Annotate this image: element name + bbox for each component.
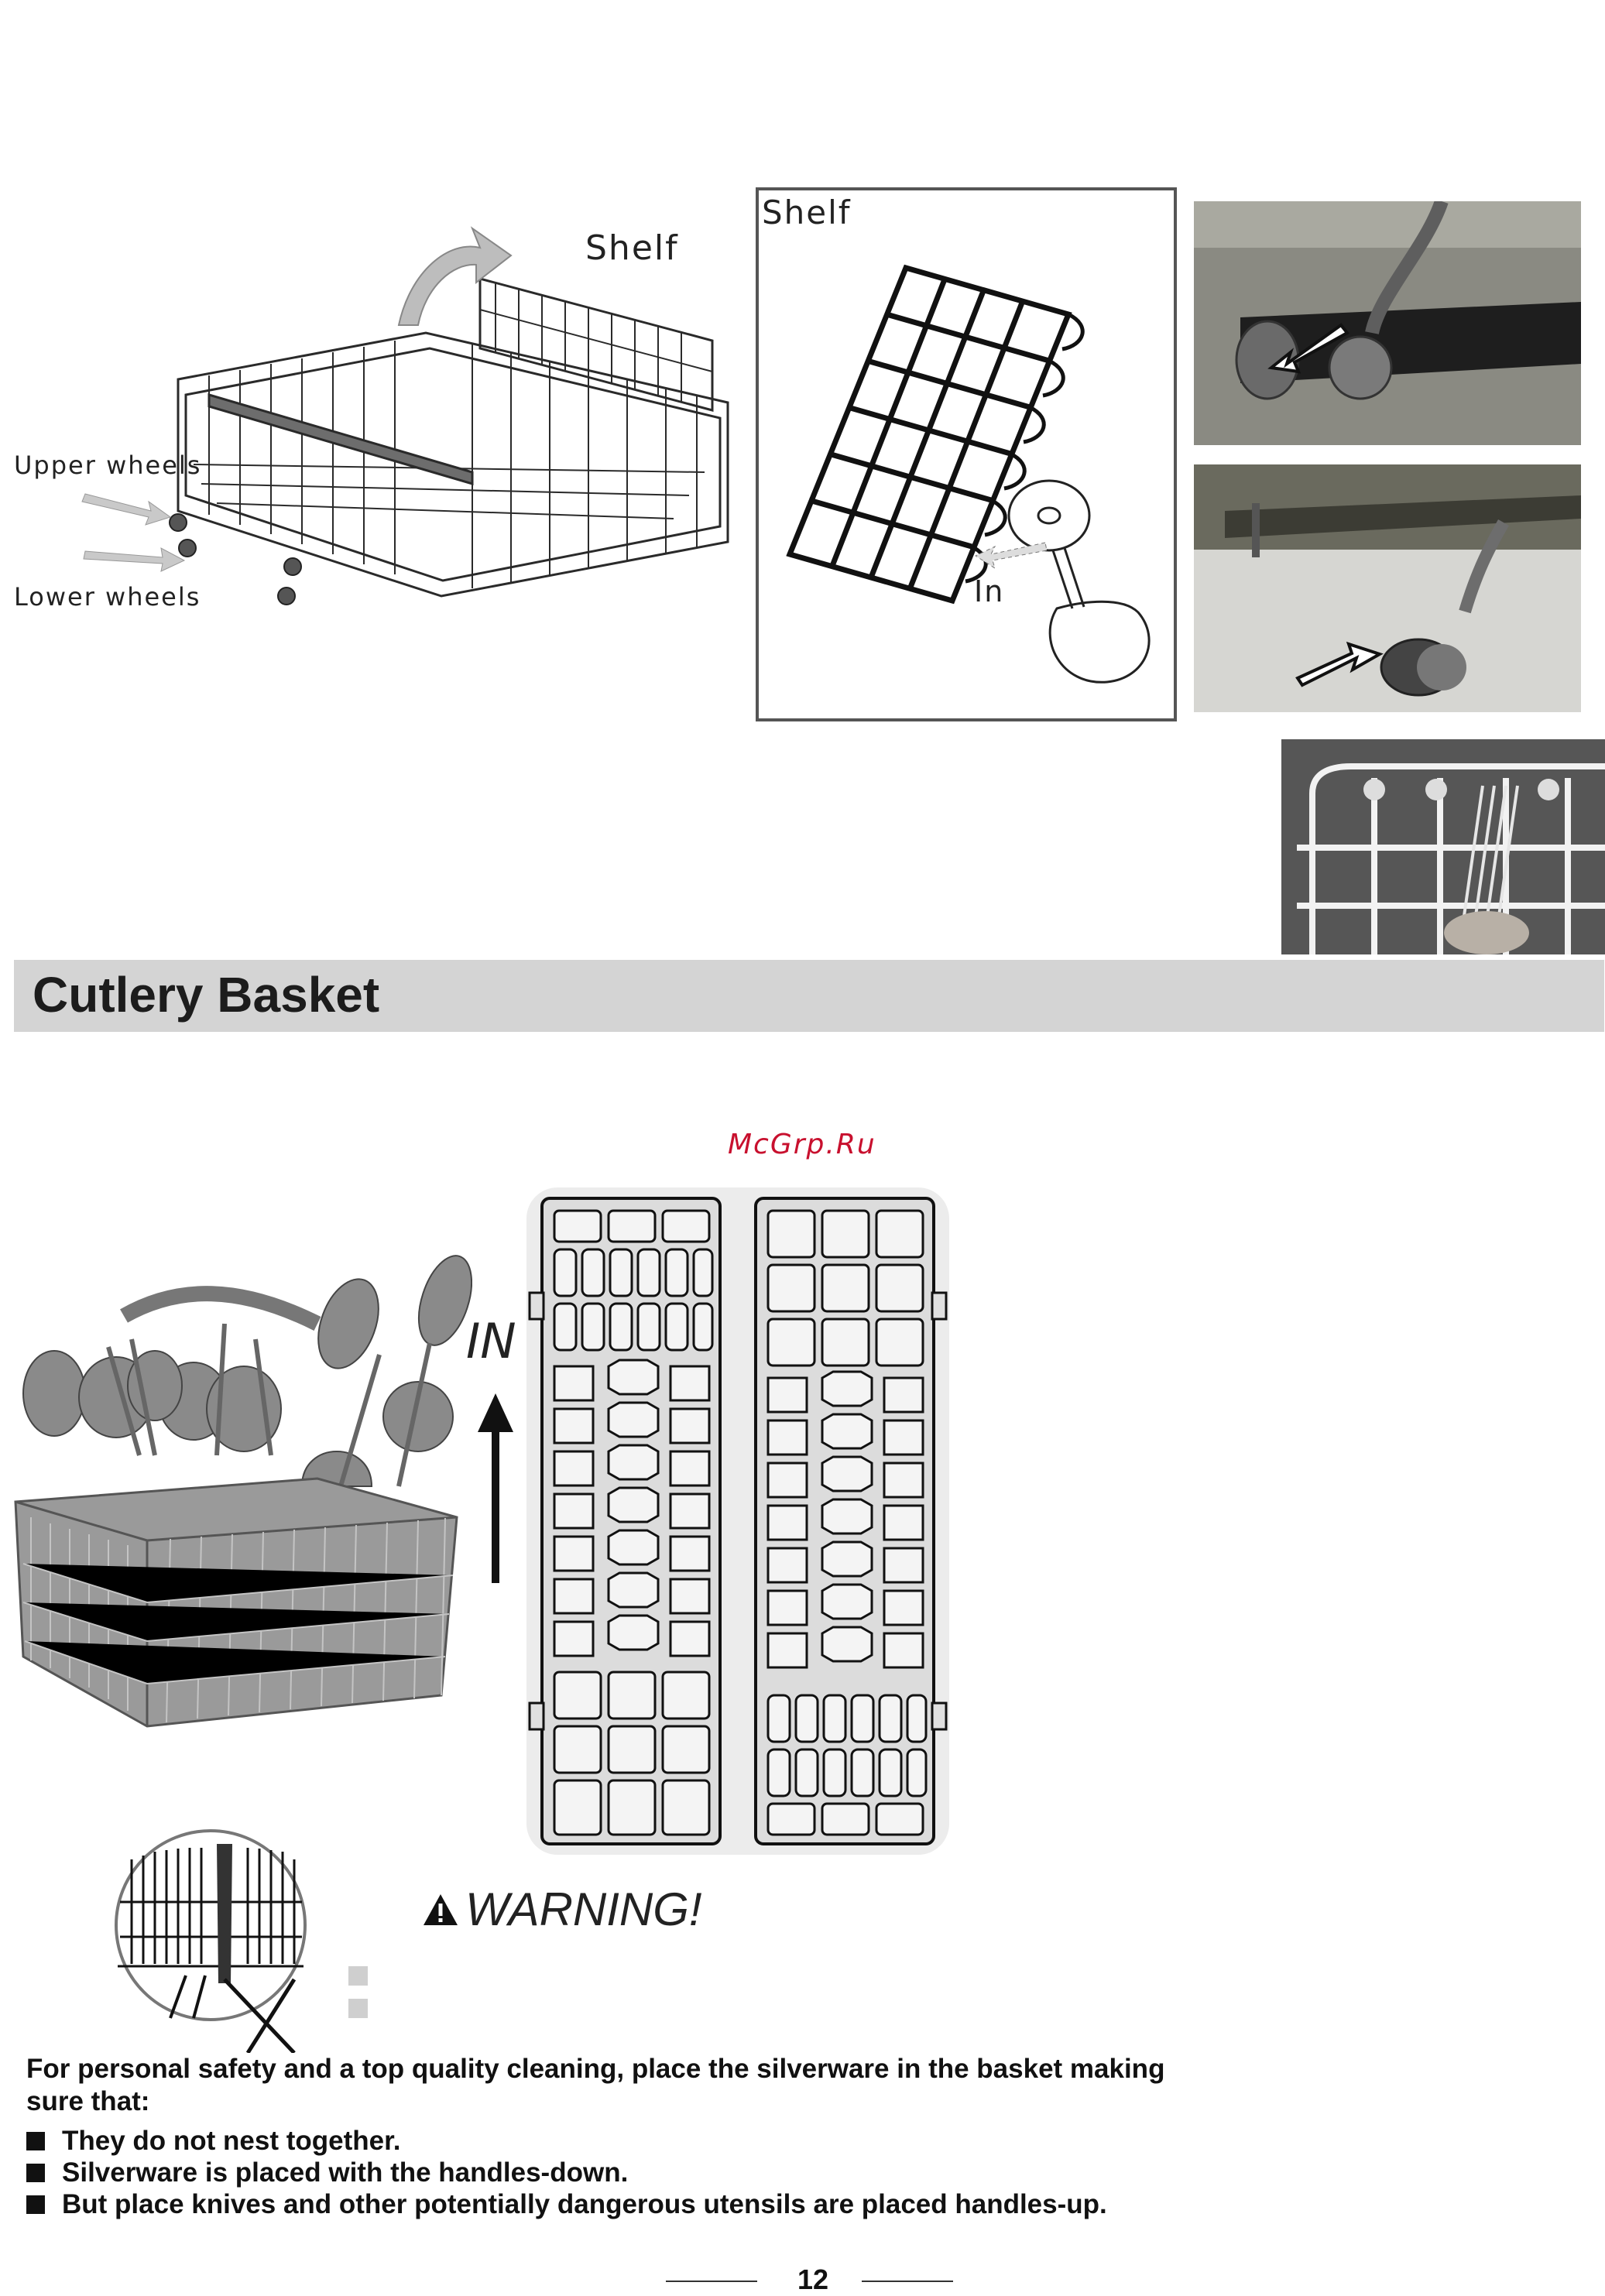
wheel-photo-top-image — [1194, 201, 1581, 445]
section-header: Cutlery Basket — [14, 960, 1604, 1032]
up-arrow-icon — [478, 1393, 513, 1583]
shelf-label: Shelf — [585, 228, 679, 268]
upper-wheels-label: Upper wheels — [14, 451, 202, 480]
wheel-photo-bottom-image — [1194, 464, 1581, 712]
gray-square-1 — [348, 1966, 368, 1986]
shelf-box-label: Shelf — [762, 194, 852, 231]
wheel-photo-top — [1194, 201, 1581, 445]
cutlery-basket-drawing — [14, 1255, 473, 1728]
shelf-detail-figure: Shelf In — [756, 187, 1177, 721]
warning-title: WARNING! — [465, 1883, 702, 1935]
lower-wheels-label: Lower wheels — [14, 582, 201, 612]
list-item-text: They do not nest together. — [62, 2126, 401, 2156]
bullet-square-icon — [26, 2195, 45, 2214]
instructions-list: They do not nest together. Silverware is… — [26, 2125, 1107, 2220]
list-item: They do not nest together. — [26, 2125, 1107, 2157]
list-item-text: Silverware is placed with the handles-do… — [62, 2157, 629, 2188]
list-item: Silverware is placed with the handles-do… — [26, 2157, 1107, 2188]
cutlery-detail-drawing — [115, 1829, 307, 2054]
rack-photo — [1281, 739, 1605, 954]
basket-plan-figure — [523, 1184, 952, 1858]
gray-square-2 — [348, 1999, 368, 2018]
upper-basket-figure: Shelf Upper wheels Lower wheels — [8, 217, 743, 635]
page-rule-left — [666, 2281, 757, 2282]
warning-heading: WARNING! — [422, 1883, 702, 1936]
wheel-photo-bottom — [1194, 464, 1581, 712]
warning-triangle-icon — [424, 1893, 458, 1925]
list-item-text: But place knives and other potentially d… — [62, 2189, 1107, 2219]
in-direction-label: IN — [466, 1313, 516, 1369]
watermark-text: McGrp.Ru — [728, 1129, 876, 1160]
upper-basket-drawing — [81, 226, 729, 605]
cutlery-detail-inset — [108, 1828, 356, 2054]
in-label-box: In — [974, 574, 1005, 608]
page-rule-right — [862, 2281, 953, 2282]
cutlery-basket-figure — [8, 1254, 473, 1757]
shelf-grid-drawing — [786, 264, 1151, 684]
basket-plan-drawing — [526, 1187, 949, 1855]
page-number: 12 — [797, 2263, 829, 2295]
list-item: But place knives and other potentially d… — [26, 2188, 1107, 2220]
section-title: Cutlery Basket — [33, 967, 380, 1023]
rack-photo-image — [1281, 739, 1605, 954]
bullet-square-icon — [26, 2131, 45, 2150]
bullet-square-icon — [26, 2163, 45, 2182]
instructions-intro: For personal safety and a top quality cl… — [26, 2054, 1165, 2116]
